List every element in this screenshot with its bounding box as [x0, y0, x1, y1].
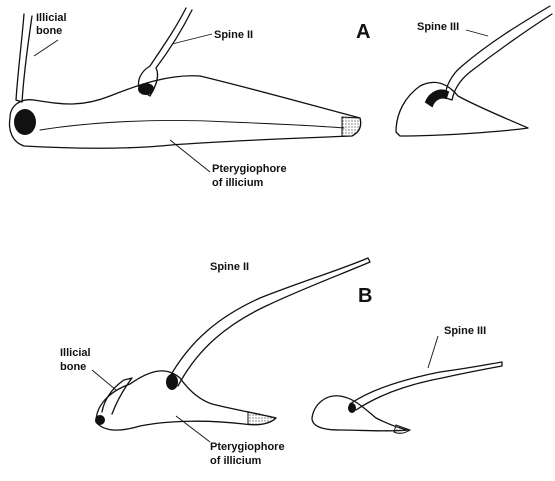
b-spine3-socket — [348, 403, 356, 413]
a-spine3-pterygiophore — [396, 82, 528, 136]
a-spine2-label: Spine II — [214, 29, 253, 41]
b-spine3-tip — [394, 425, 410, 433]
panel-b — [92, 258, 502, 442]
a-pterygiophore-label-line2: of illicium — [212, 177, 264, 189]
a-illicial-leader — [34, 40, 58, 56]
b-illicial-bone-label-line1: Illicial — [60, 347, 91, 359]
a-illicial-bone-label-line2: bone — [36, 25, 62, 37]
b-pterygiophore-label-line1: Pterygiophore — [210, 441, 285, 453]
panel-a — [10, 6, 552, 172]
panel-b-label: B — [358, 285, 372, 307]
b-cartilage-tip — [248, 412, 276, 425]
b-illicial-bone-label-line2: bone — [60, 361, 86, 373]
a-pterygiophore-inner-line — [40, 120, 344, 130]
a-illicial-bone — [16, 14, 32, 102]
a-spine3-socket — [426, 90, 448, 106]
b-illicial-socket — [95, 415, 105, 425]
b-pterygiophore-leader — [176, 416, 210, 442]
b-spine2-label: Spine II — [210, 261, 249, 273]
b-pterygiophore-label-line2: of illicium — [210, 455, 262, 467]
a-pterygiophore — [10, 76, 361, 149]
a-spine3 — [446, 6, 552, 100]
b-illicial-leader — [92, 370, 116, 390]
a-illicial-socket — [14, 109, 36, 135]
b-spine3 — [350, 362, 502, 410]
a-pterygiophore-leader — [170, 140, 210, 172]
b-spine3-leader — [428, 336, 438, 368]
b-spine2-socket — [166, 374, 178, 390]
a-spine2-socket — [138, 83, 154, 95]
b-spine3-label: Spine III — [444, 325, 486, 337]
a-cartilage-tip — [342, 117, 361, 136]
a-illicial-bone-label-line1: Illicial — [36, 12, 67, 24]
b-spine3-pterygiophore — [312, 396, 408, 431]
b-illicial-bone — [102, 378, 132, 414]
panel-a-label: A — [356, 21, 370, 43]
b-spine2 — [168, 258, 370, 386]
a-spine3-leader — [466, 30, 488, 36]
a-pterygiophore-label-line1: Pterygiophore — [212, 163, 287, 175]
a-spine3-label: Spine III — [417, 21, 459, 33]
